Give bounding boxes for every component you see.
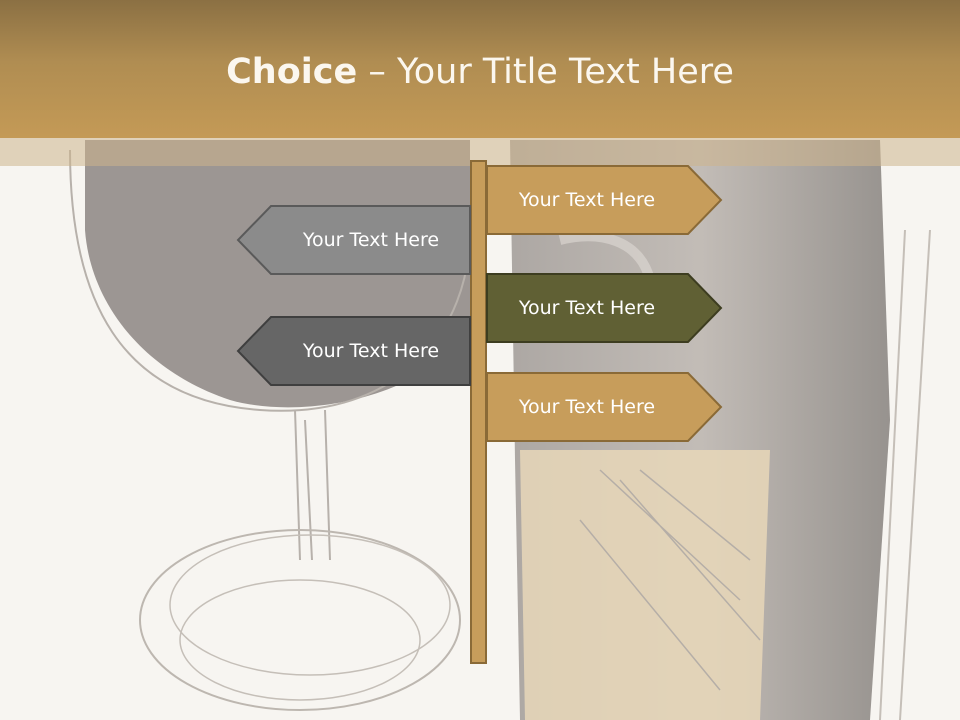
slide-title-rest: – Your Title Text Here	[357, 52, 734, 92]
sign-right-2-shape	[486, 273, 723, 343]
sign-right-1-label: Your Text Here	[518, 189, 656, 211]
sign-right-3[interactable]: Your Text Here	[485, 372, 723, 442]
sign-left-1-shape	[236, 205, 471, 275]
sign-right-2[interactable]: Your Text Here	[485, 273, 723, 343]
title-bar	[0, 0, 960, 138]
sign-left-1-label: Your Text Here	[302, 229, 440, 251]
sign-right-3-label: Your Text Here	[518, 396, 656, 418]
sign-left-2-label: Your Text Here	[302, 340, 440, 362]
sign-left-2[interactable]: Your Text Here	[236, 316, 472, 386]
sign-left-1[interactable]: Your Text Here	[236, 205, 472, 275]
sign-right-1[interactable]: Your Text Here	[485, 165, 723, 235]
sign-right-1-shape	[486, 165, 723, 235]
sign-left-2-shape	[236, 316, 471, 386]
slide-title-bold: Choice	[226, 52, 358, 92]
sign-right-3-shape	[486, 372, 723, 442]
sign-right-2-label: Your Text Here	[518, 297, 656, 319]
slide-title: Choice – Your Title Text Here	[0, 52, 960, 92]
